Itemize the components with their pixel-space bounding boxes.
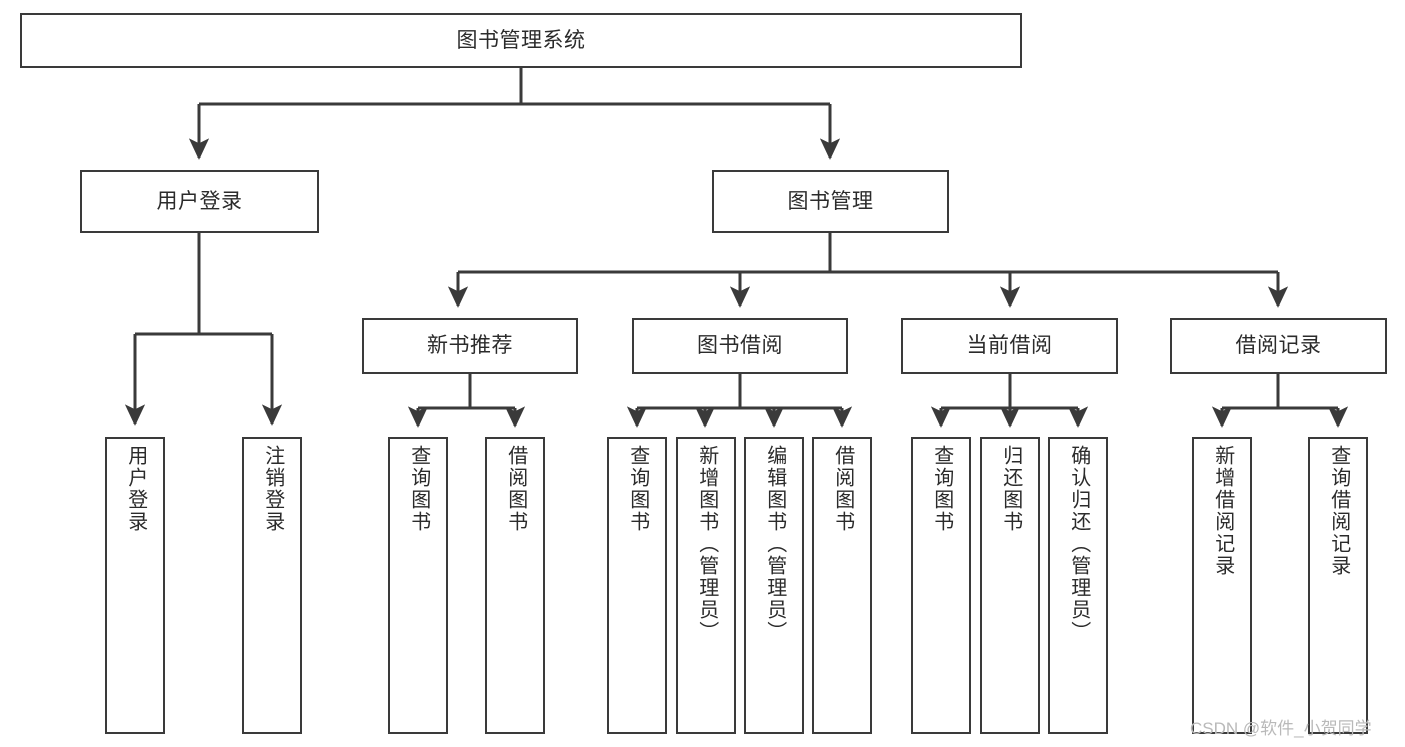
node-leaf-add-record[interactable]: 新增借阅记录 xyxy=(1192,437,1252,734)
node-leaf-confirm-return[interactable]: 确认归还（管理员） xyxy=(1048,437,1108,734)
node-leaf-logout-login-label: 注销登录 xyxy=(261,445,284,533)
node-leaf-borrow-book-1[interactable]: 借阅图书 xyxy=(485,437,545,734)
node-leaf-query-record-label: 查询借阅记录 xyxy=(1327,445,1350,577)
node-leaf-logout-login[interactable]: 注销登录 xyxy=(242,437,302,734)
node-leaf-query-book-1[interactable]: 查询图书 xyxy=(388,437,448,734)
node-book-borrow[interactable]: 图书借阅 xyxy=(632,318,848,374)
node-new-book-recommend[interactable]: 新书推荐 xyxy=(362,318,578,374)
node-leaf-query-book-2[interactable]: 查询图书 xyxy=(607,437,667,734)
node-borrow-record[interactable]: 借阅记录 xyxy=(1170,318,1387,374)
node-leaf-query-record[interactable]: 查询借阅记录 xyxy=(1308,437,1368,734)
node-leaf-query-book-2-label: 查询图书 xyxy=(626,445,649,533)
node-current-borrow[interactable]: 当前借阅 xyxy=(901,318,1118,374)
node-book-borrow-label: 图书借阅 xyxy=(697,334,783,358)
node-leaf-user-login-label: 用户登录 xyxy=(124,445,147,533)
node-leaf-add-book[interactable]: 新增图书（管理员） xyxy=(676,437,736,734)
node-leaf-query-book-1-label: 查询图书 xyxy=(407,445,430,533)
node-leaf-query-book-3[interactable]: 查询图书 xyxy=(911,437,971,734)
node-current-borrow-label: 当前借阅 xyxy=(966,334,1053,358)
node-leaf-borrow-book-2-label: 借阅图书 xyxy=(831,445,854,533)
csdn-watermark: CSDN @软件_小贺同学 xyxy=(1190,719,1372,738)
node-book-manage-label: 图书管理 xyxy=(787,189,874,213)
node-leaf-edit-book-label: 编辑图书（管理员） xyxy=(763,445,786,643)
node-borrow-record-label: 借阅记录 xyxy=(1235,334,1322,358)
node-leaf-borrow-book-2[interactable]: 借阅图书 xyxy=(812,437,872,734)
node-leaf-confirm-return-label: 确认归还（管理员） xyxy=(1067,445,1090,643)
node-leaf-add-record-label: 新增借阅记录 xyxy=(1211,445,1234,577)
node-leaf-query-book-3-label: 查询图书 xyxy=(930,445,953,533)
node-new-book-recommend-label: 新书推荐 xyxy=(427,334,513,358)
node-user-login-label: 用户登录 xyxy=(156,189,243,213)
node-root[interactable]: 图书管理系统 xyxy=(20,13,1022,68)
node-leaf-add-book-label: 新增图书（管理员） xyxy=(695,445,718,643)
node-leaf-user-login[interactable]: 用户登录 xyxy=(105,437,165,734)
node-leaf-return-book[interactable]: 归还图书 xyxy=(980,437,1040,734)
node-leaf-borrow-book-1-label: 借阅图书 xyxy=(504,445,527,533)
node-leaf-return-book-label: 归还图书 xyxy=(999,445,1022,533)
node-root-label: 图书管理系统 xyxy=(456,28,586,52)
node-book-manage[interactable]: 图书管理 xyxy=(712,170,949,233)
node-user-login[interactable]: 用户登录 xyxy=(80,170,319,233)
node-leaf-edit-book[interactable]: 编辑图书（管理员） xyxy=(744,437,804,734)
